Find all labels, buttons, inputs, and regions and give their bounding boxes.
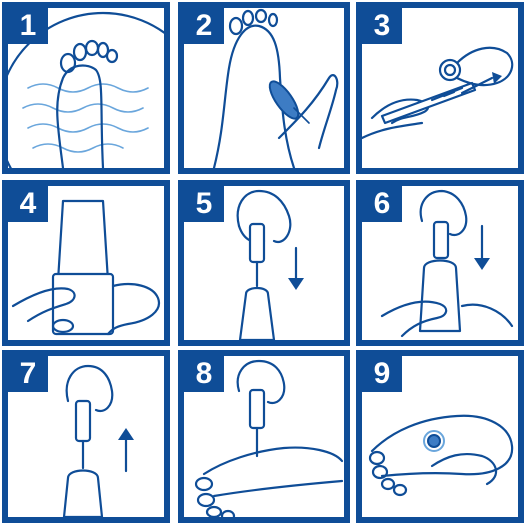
step-panel-7: 7	[2, 350, 170, 523]
step-panel-6: 6	[356, 180, 524, 346]
step-number-2: 2	[184, 8, 224, 44]
step-number-7: 7	[8, 356, 48, 392]
step-number-9: 9	[362, 356, 402, 392]
step-panel-5: 5	[178, 180, 350, 346]
step-panel-2: 2	[178, 2, 350, 174]
step-panel-1: 1	[2, 2, 170, 174]
step-number-3: 3	[362, 8, 402, 44]
step-number-8: 8	[184, 356, 224, 392]
step-number-1: 1	[8, 8, 48, 44]
step-number-6: 6	[362, 186, 402, 222]
step-number-5: 5	[184, 186, 224, 222]
step-panel-9: 9	[356, 350, 524, 523]
step-panel-3: 3	[356, 2, 524, 174]
step-panel-8: 8	[178, 350, 350, 523]
step-panel-4: 4	[2, 180, 170, 346]
step-number-4: 4	[8, 186, 48, 222]
